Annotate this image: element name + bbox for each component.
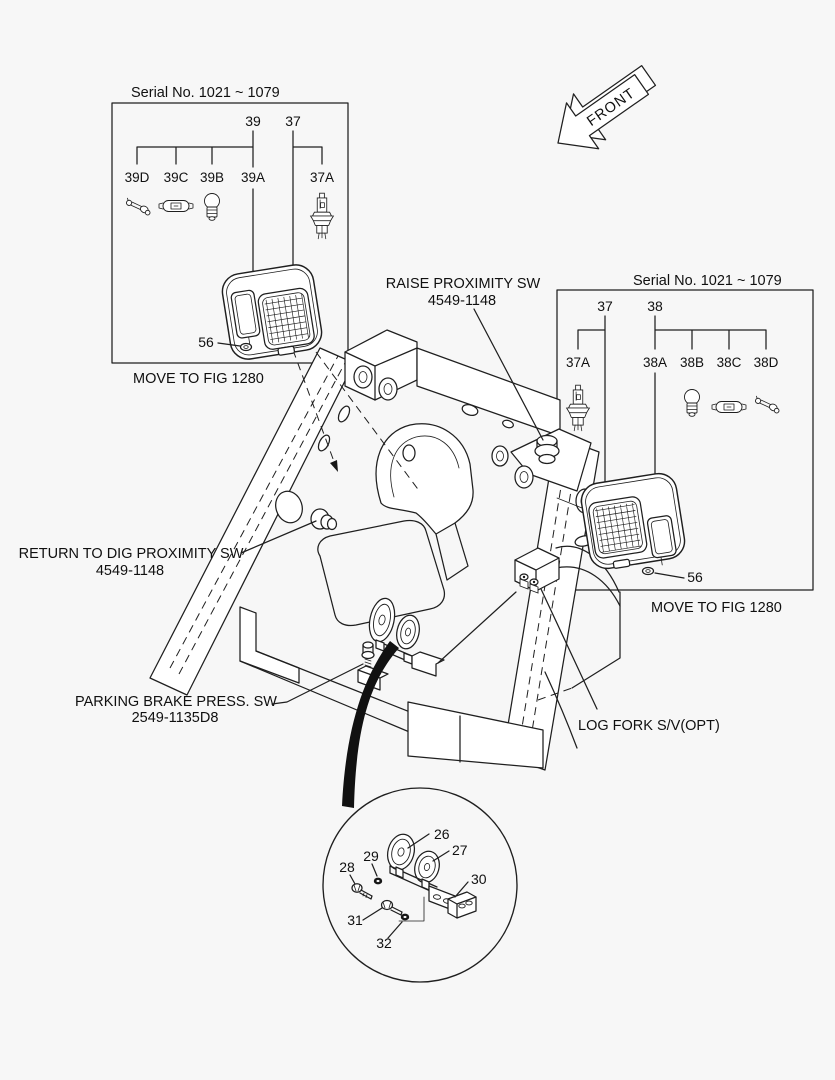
wedge-bulb-icon [755,395,780,414]
lamp-right-nut: 56 [641,566,703,585]
front-direction-arrow: FRONT [557,65,657,150]
right-parts-tree: 37 38 37A 38A 38B 38C 38D [566,298,779,501]
leader-arrowhead [330,460,338,472]
right-serial-panel: Serial No. 1021 ~ 1079 37 38 37A 38A 38B… [556,273,814,616]
callout-31: 31 [347,912,363,928]
washer-29 [373,877,383,885]
callout-raise-proximity: RAISE PROXIMITY SW 4549-1148 [386,276,544,441]
horn-27 [414,850,440,884]
nut-callout-56-left: 56 [198,334,214,350]
return-to-dig-switch [275,490,338,531]
callout-parking-brake: PARKING BRAKE PRESS. SW 2549-1135D8 [75,663,364,726]
log-fork-label: LOG FORK S/V(OPT) [578,718,720,734]
callout-30: 30 [471,871,487,887]
combination-lamp-left [221,264,323,360]
tree-label-37-right: 37 [597,298,613,314]
tree-label-38: 38 [647,298,663,314]
left-panel-footer: MOVE TO FIG 1280 [133,371,264,387]
tree-label-37: 37 [285,113,301,129]
horn-26 [386,833,416,871]
signal-lens [230,289,261,339]
detail-view: 26 27 29 28 30 31 32 [322,641,518,983]
nut-callout-56-right: 56 [687,569,703,585]
detail-pointer-arrow [342,641,399,808]
tree-label-39: 39 [245,113,261,129]
tree-label-39c: 39C [164,170,189,185]
bellcrank-bracket [375,423,474,581]
horn-pair [368,591,517,677]
combination-lamp-right [580,472,686,570]
bolt-28 [351,883,373,900]
raise-proximity-partno: 4549-1148 [428,293,496,309]
loader-frame-drawing [149,329,621,771]
callout-32: 32 [376,935,392,951]
floor-cutout [317,519,446,627]
left-panel-title: Serial No. 1021 ~ 1079 [131,85,280,101]
tree-label-38a: 38A [643,355,667,370]
festoon-bulb-icon [158,200,194,212]
tree-label-38c: 38C [717,355,742,370]
left-parts-tree: 39 37 39D 39C 39B 39A 37A [125,113,334,303]
right-panel-footer: MOVE TO FIG 1280 [651,600,782,616]
front-arrow-front-face [557,74,650,150]
lamp-left-nut: 56 [198,334,253,352]
return-to-dig-label: RETURN TO DIG PROXIMITY SW [19,546,244,562]
halogen-bulb-icon [309,192,335,240]
log-fork-valve [514,547,560,594]
callout-28: 28 [339,859,355,875]
callout-29: 29 [363,848,379,864]
rear-frame-edge [571,591,621,689]
tree-label-37a-right: 37A [566,355,590,370]
callout-26: 26 [434,826,450,842]
bayonet-bulb-icon [684,389,700,417]
tree-label-38b: 38B [680,355,704,370]
return-to-dig-partno: 4549-1148 [96,563,164,579]
washer-32 [400,913,410,921]
halogen-bulb-icon [565,384,591,432]
horn-bracket-30 [389,865,477,922]
lift-arm-pivot-bracket [344,329,418,401]
frame-base [239,519,544,769]
left-serial-panel: Serial No. 1021 ~ 1079 39 37 39D 39C 39B… [111,85,349,387]
bolt-31 [380,899,403,916]
left-panel-box [111,102,349,364]
callout-return-to-dig: RETURN TO DIG PROXIMITY SW 4549-1148 [19,520,317,579]
festoon-bulb-icon [711,401,747,413]
tree-label-38d: 38D [754,355,779,370]
bayonet-bulb-icon [204,193,220,221]
raise-proximity-label: RAISE PROXIMITY SW [386,276,541,292]
tree-label-37a-left: 37A [310,170,334,185]
tree-label-39a: 39A [241,170,265,185]
tree-label-39d: 39D [125,170,150,185]
parking-brake-label: PARKING BRAKE PRESS. SW [75,694,277,710]
detail-callouts: 26 27 29 28 30 31 32 [339,826,487,951]
wedge-bulb-icon [126,197,151,216]
detail-circle [322,787,518,983]
parking-brake-partno: 2549-1135D8 [132,710,219,726]
crossmember-plate [416,347,561,437]
lamp-mount-leaders [292,349,421,493]
callout-log-fork: LOG FORK S/V(OPT) [540,588,720,734]
right-panel-title: Serial No. 1021 ~ 1079 [633,273,782,289]
callout-27: 27 [452,842,468,858]
tree-label-39b: 39B [200,170,224,185]
